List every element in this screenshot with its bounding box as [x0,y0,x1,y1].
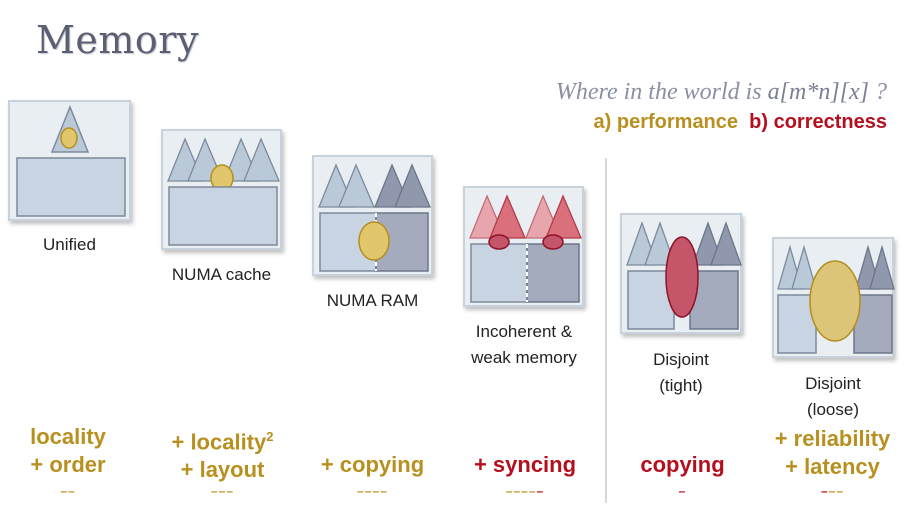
label-numa-cache: NUMA cache [171,265,272,284]
bottom-col-3: + copying [305,451,440,479]
gold-dash-mark: – [60,484,68,498]
question-line: Where in the world is a[m*n][x] ? [556,79,887,106]
label-incoherent-line1: Incoherent & [475,322,573,341]
label-disjoint-loose-line1: Disjoint [805,374,861,393]
label-disjoint-tight: Disjoint (tight) [611,347,751,399]
label-disjoint-loose-line2: (loose) [807,400,859,419]
unified-diagram-graphic [16,104,126,217]
bottom-col-6-line2: + latency [785,454,880,479]
bottom-col-2-line1: + locality2 [150,423,295,456]
gold-dash-mark: – [836,484,845,498]
bottom-col-1-dashes: –– [3,485,133,497]
label-numa-ram: NUMA RAM [326,291,419,310]
loose-link-ellipse [809,260,861,342]
question-suffix: ? [869,79,887,105]
question-prefix: Where in the world is [555,79,768,105]
gold-dash-mark: – [528,484,537,498]
label-incoherent: Incoherent & weak memory [448,319,600,371]
label-disjoint-tight-line1: Disjoint [653,350,709,369]
section-divider [605,158,607,503]
gold-dash-mark: – [210,484,219,498]
criteria-line: a) performance b) correctness [594,111,887,134]
question-expression: a[m*n][x] [767,79,869,105]
bottom-col-4-dashes: ––––– [455,485,595,497]
label-incoherent-line2: weak memory [471,348,577,367]
diagram-unified [8,100,131,221]
incoherent-diagram-graphic [469,194,582,303]
gold-dash-mark: – [380,484,388,498]
gold-dash-mark: – [521,484,529,498]
bottom-col-4-line1: + syncing [473,452,577,477]
diagram-disjoint-tight [620,213,742,334]
numa-cache-diagram-graphic [167,137,280,246]
bottom-col-5-dashes: – [615,485,750,497]
gold-dash-mark: – [505,484,514,498]
diagram-numa-cache [161,129,282,250]
gold-dash-mark: – [513,484,522,498]
tight-link-ellipse [665,236,699,318]
label-disjoint-loose: Disjoint (loose) [762,371,904,423]
slide-title: Memory [36,18,199,62]
diagram-disjoint-loose [772,237,895,358]
numa-ram-diagram-graphic [318,163,431,272]
incoherent-cache-ellipse-left [488,234,510,250]
bottom-col-6: + reliability + latency [760,425,905,481]
gold-dash-mark: – [828,484,837,498]
disjoint-tight-diagram-graphic [626,221,742,330]
label-unified: Unified [43,235,96,254]
bottom-col-2: + locality2 + layout [150,423,295,484]
diagram-numa-ram [312,155,433,276]
memory-ellipse [358,221,390,261]
bottom-col-5-line1: copying [640,452,725,477]
bottom-col-2-line1-text: + locality [171,429,267,455]
gold-dash-mark: – [68,484,76,498]
incoherent-cache-ellipse-right [542,234,564,250]
cache-ellipse [60,127,78,149]
bottom-col-2-line2: + layout [180,457,265,483]
red-dash-mark: – [820,484,829,498]
bottom-col-1: locality + order [3,423,133,479]
gold-dash-mark: – [372,484,381,498]
gold-dash-mark: – [226,484,235,498]
bottom-col-2-dashes: ––– [150,485,295,497]
bottom-col-1-line1: locality [30,424,106,449]
gold-dash-mark: – [364,484,373,498]
red-dash-mark: – [536,484,545,498]
gold-dash-mark: – [357,484,365,498]
gold-dash-mark: – [218,484,227,498]
diagram-incoherent [463,186,584,307]
memory-block [16,157,126,217]
bottom-col-5: copying [615,451,750,479]
bottom-col-1-line2: + order [30,452,106,477]
criteria-performance: a) performance [593,111,739,133]
red-dash-mark: – [678,484,687,498]
bottom-col-3-dashes: –––– [305,485,440,497]
bottom-col-4: + syncing [455,451,595,479]
criteria-correctness: b) correctness [749,111,887,133]
disjoint-loose-diagram-graphic [777,244,895,354]
bottom-col-2-superscript: 2 [266,429,274,444]
label-disjoint-tight-line2: (tight) [659,376,703,395]
bottom-col-6-line1: + reliability [774,426,891,451]
bottom-col-6-dashes: ––– [760,485,905,497]
bottom-col-3-line1: + copying [320,452,425,477]
